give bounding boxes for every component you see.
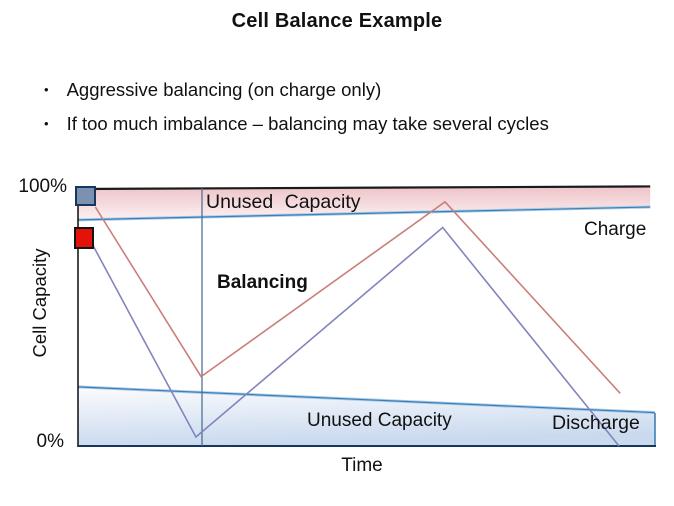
top-band-border-line: [77, 185, 651, 191]
unused-capacity-bottom-label: Unused Capacity: [307, 410, 452, 431]
bullet-icon: •: [44, 116, 49, 131]
charge-label: Charge: [584, 219, 647, 240]
bottom-band-upper-core-line: [77, 386, 655, 414]
y-axis-max-label: 100%: [18, 176, 67, 197]
y-axis-min-label: 0%: [36, 431, 64, 452]
bullet-icon: •: [44, 82, 49, 97]
bullet-text: Aggressive balancing (on charge only): [66, 79, 382, 100]
y-axis-title: Cell Capacity: [29, 248, 50, 358]
discharge-label: Discharge: [552, 412, 640, 434]
unused-capacity-top-label: Unused Capacity: [206, 191, 361, 213]
unused-capacity-top-band: [78, 186, 651, 220]
bullet-item: • If too much imbalance – balancing may …: [44, 113, 549, 135]
bullet-item: • Aggressive balancing (on charge only): [44, 79, 381, 101]
bullet-text: If too much imbalance – balancing may ta…: [66, 113, 549, 134]
cell1-marker: [75, 186, 96, 206]
x-axis-title: Time: [341, 455, 383, 476]
slide-title: Cell Balance Example: [231, 10, 443, 32]
balancing-cell-line: [92, 226, 620, 447]
unused-capacity-bottom-band: [78, 386, 655, 446]
charge-cell-line: [94, 200, 621, 394]
top-band-lower-core-line: [77, 206, 651, 221]
cell2-marker: [74, 227, 94, 249]
balancing-label: Balancing: [217, 272, 308, 293]
